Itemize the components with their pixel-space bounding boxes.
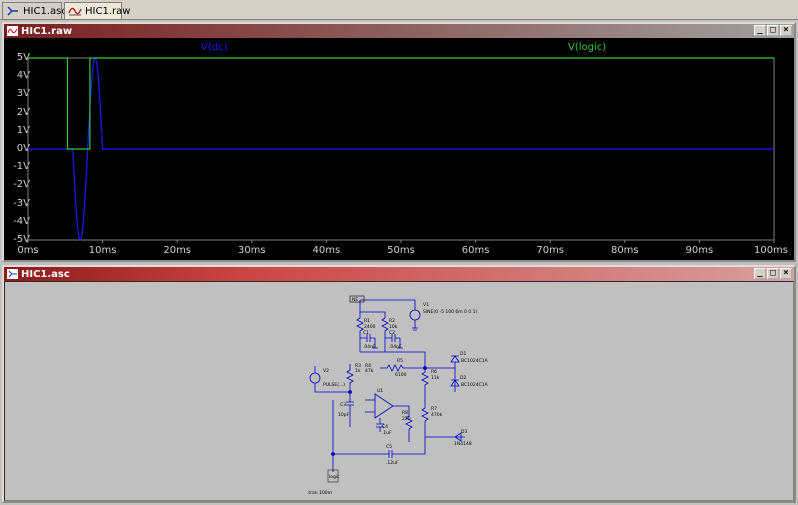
window-title: HIC1.raw	[21, 25, 73, 37]
window-title: HIC1.asc	[21, 268, 70, 280]
c1-name[interactable]: C1	[363, 330, 369, 336]
x-tick-label: 10ms	[88, 245, 117, 256]
waveform-window-titlebar[interactable]: HIC1.raw _ □ ×	[4, 24, 794, 38]
x-tick-label: 90ms	[685, 245, 714, 256]
tab-label: HIC1.asc	[23, 5, 67, 17]
d1-value[interactable]: BC1024C1A	[461, 358, 489, 364]
r7-name[interactable]: R7	[431, 406, 437, 412]
c5-name[interactable]: C5	[386, 444, 392, 450]
y-tick-label: 3V	[16, 88, 30, 100]
y-tick-label: 5V	[16, 52, 30, 63]
x-tick-label: 70ms	[536, 245, 565, 256]
schematic-canvas[interactable]: NE V1 SINE(0 -5 100 6m 0 0 1) R1 2400 R2…	[4, 281, 794, 501]
close-button[interactable]: ×	[780, 25, 792, 36]
d2-name[interactable]: D2	[460, 375, 466, 381]
schematic-window: HIC1.asc _ □ ×	[2, 265, 796, 503]
r6-value[interactable]: 11k	[431, 375, 440, 381]
x-tick-label: 60ms	[461, 245, 490, 256]
x-tick-label: 100ms	[753, 245, 789, 256]
y-tick-label: 1V	[16, 124, 30, 136]
r5-value[interactable]: 6100	[395, 372, 407, 378]
r8-value[interactable]: 220	[402, 416, 411, 422]
schematic-drawing: NE V1 SINE(0 -5 100 6m 0 0 1) R1 2400 R2…	[307, 295, 489, 496]
series-line-vdc[interactable]	[28, 57, 774, 241]
waveform-window: HIC1.raw _ □ × V(dc) V(logic) 5V 4V 3V 2V 1V…	[2, 22, 796, 262]
y-tick-label: 2V	[16, 106, 30, 118]
series-line-vlogic[interactable]	[28, 57, 774, 150]
c2-name[interactable]: C2	[389, 330, 395, 336]
tab-label: HIC1.raw	[85, 5, 131, 17]
v2-value[interactable]: PULSE(...)	[323, 382, 345, 388]
schematic-icon	[7, 269, 18, 279]
r4-value[interactable]: 47k	[365, 368, 374, 374]
trace-label-vdc[interactable]: V(dc)	[201, 42, 228, 53]
r1-value[interactable]: 2400	[364, 324, 376, 330]
tab-hic1-raw[interactable]: HIC1.raw	[64, 2, 130, 19]
maximize-button[interactable]: □	[767, 268, 779, 279]
r5-name[interactable]: R5	[397, 358, 403, 364]
tab-hic1-asc[interactable]: HIC1.asc	[2, 2, 67, 19]
r2-name[interactable]: R2	[389, 318, 395, 324]
v1-value[interactable]: SINE(0 -5 100 6m 0 0 1)	[423, 309, 478, 315]
c4-value[interactable]: .1uF	[382, 430, 392, 436]
c3-value[interactable]: 10pF	[338, 412, 350, 418]
waveform-icon	[68, 5, 82, 17]
d1-name[interactable]: D1	[460, 351, 466, 357]
waveform-icon	[7, 26, 18, 36]
y-tick-label: -1V	[13, 161, 30, 173]
y-tick-label: -3V	[13, 197, 30, 209]
x-tick-label: 30ms	[237, 245, 266, 256]
c4-name[interactable]: C4	[382, 424, 388, 430]
x-tick-label: 0ms	[17, 245, 39, 256]
x-tick-label: 40ms	[312, 245, 341, 256]
x-tick-label: 20ms	[163, 245, 192, 256]
v1-name[interactable]: V1	[423, 302, 429, 308]
y-tick-label: -4V	[13, 215, 30, 227]
r3-value[interactable]: 1k	[355, 368, 361, 374]
v2-name[interactable]: V2	[323, 368, 329, 374]
trace-label-vlogic[interactable]: V(logic)	[568, 42, 607, 53]
schematic-icon	[6, 5, 20, 17]
c1-value[interactable]: .04nF	[363, 344, 376, 350]
waveform-plot	[25, 57, 775, 243]
r6-name[interactable]: R6	[431, 369, 437, 375]
r4-name[interactable]: R4	[365, 363, 371, 369]
y-tick-label: 4V	[16, 70, 30, 82]
d3-value[interactable]: 1N4148	[454, 441, 472, 447]
net-label-logic[interactable]: logic	[329, 474, 340, 480]
r2-value[interactable]: 10k	[389, 324, 398, 330]
x-tick-label: 50ms	[387, 245, 415, 256]
y-tick-label: -5V	[13, 234, 30, 245]
tran-directive[interactable]: .tran 100m	[307, 490, 332, 496]
minimize-button[interactable]: _	[754, 268, 766, 279]
document-tab-bar: HIC1.asc HIC1.raw	[0, 0, 798, 20]
net-label-top[interactable]: NE	[352, 297, 358, 303]
c3-name[interactable]: C3	[340, 402, 346, 408]
plot-area[interactable]: V(dc) V(logic) 5V 4V 3V 2V 1V 0V -1V -2V -3V -4V -…	[4, 38, 794, 260]
c2-value[interactable]: .04nF	[389, 344, 402, 350]
d3-name[interactable]: D3	[461, 429, 467, 435]
d2-value[interactable]: BC1024C1A	[461, 382, 489, 388]
r1-name[interactable]: R1	[364, 318, 370, 324]
u1-name[interactable]: U1	[377, 388, 383, 394]
r7-value[interactable]: 470k	[431, 412, 443, 418]
c5-value[interactable]: .12uF	[386, 460, 399, 466]
close-button[interactable]: ×	[780, 268, 792, 279]
y-tick-label: -2V	[13, 179, 30, 191]
y-tick-label: 0V	[16, 143, 30, 154]
r8-name[interactable]: R8	[402, 410, 408, 416]
x-tick-label: 80ms	[610, 245, 639, 256]
r3-name[interactable]: R3	[355, 363, 361, 369]
schematic-window-titlebar[interactable]: HIC1.asc _ □ ×	[4, 267, 794, 281]
maximize-button[interactable]: □	[767, 25, 779, 36]
minimize-button[interactable]: _	[754, 25, 766, 36]
